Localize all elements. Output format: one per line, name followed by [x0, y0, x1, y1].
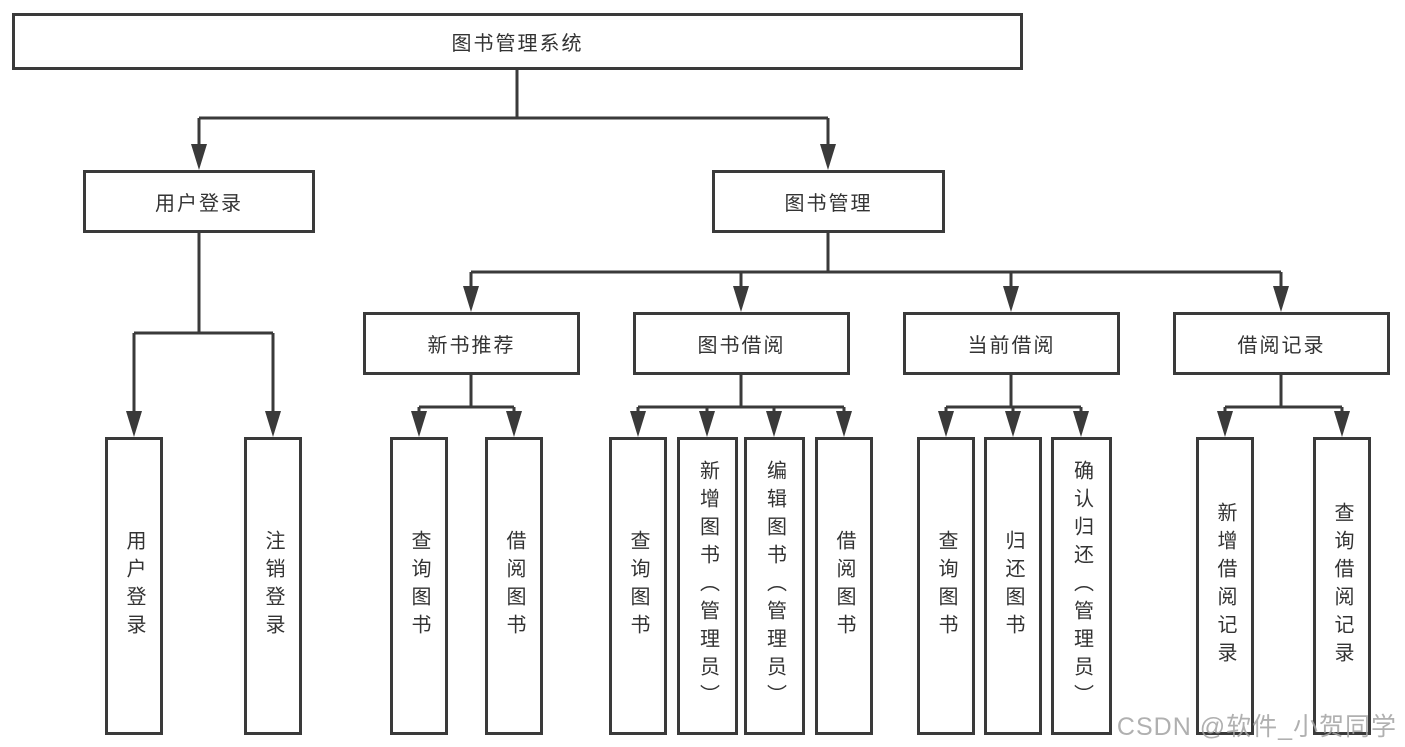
leaf-label: 借阅图书 — [503, 530, 525, 642]
node-new-book-recommend: 新书推荐 — [363, 312, 580, 375]
node-current-borrow: 当前借阅 — [903, 312, 1120, 375]
node-book-borrow: 图书借阅 — [633, 312, 850, 375]
node-leaf-query-books-2: 查询图书 — [609, 437, 667, 735]
leaf-label: 新增借阅记录 — [1214, 502, 1236, 670]
leaf-label: 新增图书（管理员） — [696, 460, 719, 712]
node-leaf-borrow-books-2: 借阅图书 — [815, 437, 873, 735]
node-user-login: 用户登录 — [83, 170, 315, 233]
node-leaf-confirm-return-admin: 确认归还（管理员） — [1051, 437, 1112, 735]
node-book-management: 图书管理 — [712, 170, 945, 233]
leaf-label: 确认归还（管理员） — [1070, 460, 1093, 712]
leaf-label: 查询图书 — [935, 530, 957, 642]
watermark: CSDN @软件_小贺同学 — [1116, 713, 1397, 741]
node-leaf-return-books: 归还图书 — [984, 437, 1042, 735]
leaf-label: 用户登录 — [123, 530, 145, 642]
leaf-label: 查询图书 — [627, 530, 649, 642]
leaf-label: 编辑图书（管理员） — [763, 460, 786, 712]
leaf-label: 借阅图书 — [833, 530, 855, 642]
leaf-label: 注销登录 — [262, 530, 284, 642]
node-leaf-query-books-1: 查询图书 — [390, 437, 448, 735]
leaf-label: 查询借阅记录 — [1331, 502, 1353, 670]
leaf-label: 查询图书 — [408, 530, 430, 642]
node-leaf-add-borrow-record: 新增借阅记录 — [1196, 437, 1254, 735]
node-leaf-edit-books-admin: 编辑图书（管理员） — [744, 437, 805, 735]
node-borrow-records: 借阅记录 — [1173, 312, 1390, 375]
node-library-system: 图书管理系统 — [12, 13, 1023, 70]
leaf-label: 归还图书 — [1002, 530, 1024, 642]
node-leaf-add-books-admin: 新增图书（管理员） — [677, 437, 738, 735]
node-leaf-query-borrow-record: 查询借阅记录 — [1313, 437, 1371, 735]
node-leaf-query-books-3: 查询图书 — [917, 437, 975, 735]
node-leaf-borrow-books-1: 借阅图书 — [485, 437, 543, 735]
node-leaf-logout: 注销登录 — [244, 437, 302, 735]
node-leaf-user-login: 用户登录 — [105, 437, 163, 735]
